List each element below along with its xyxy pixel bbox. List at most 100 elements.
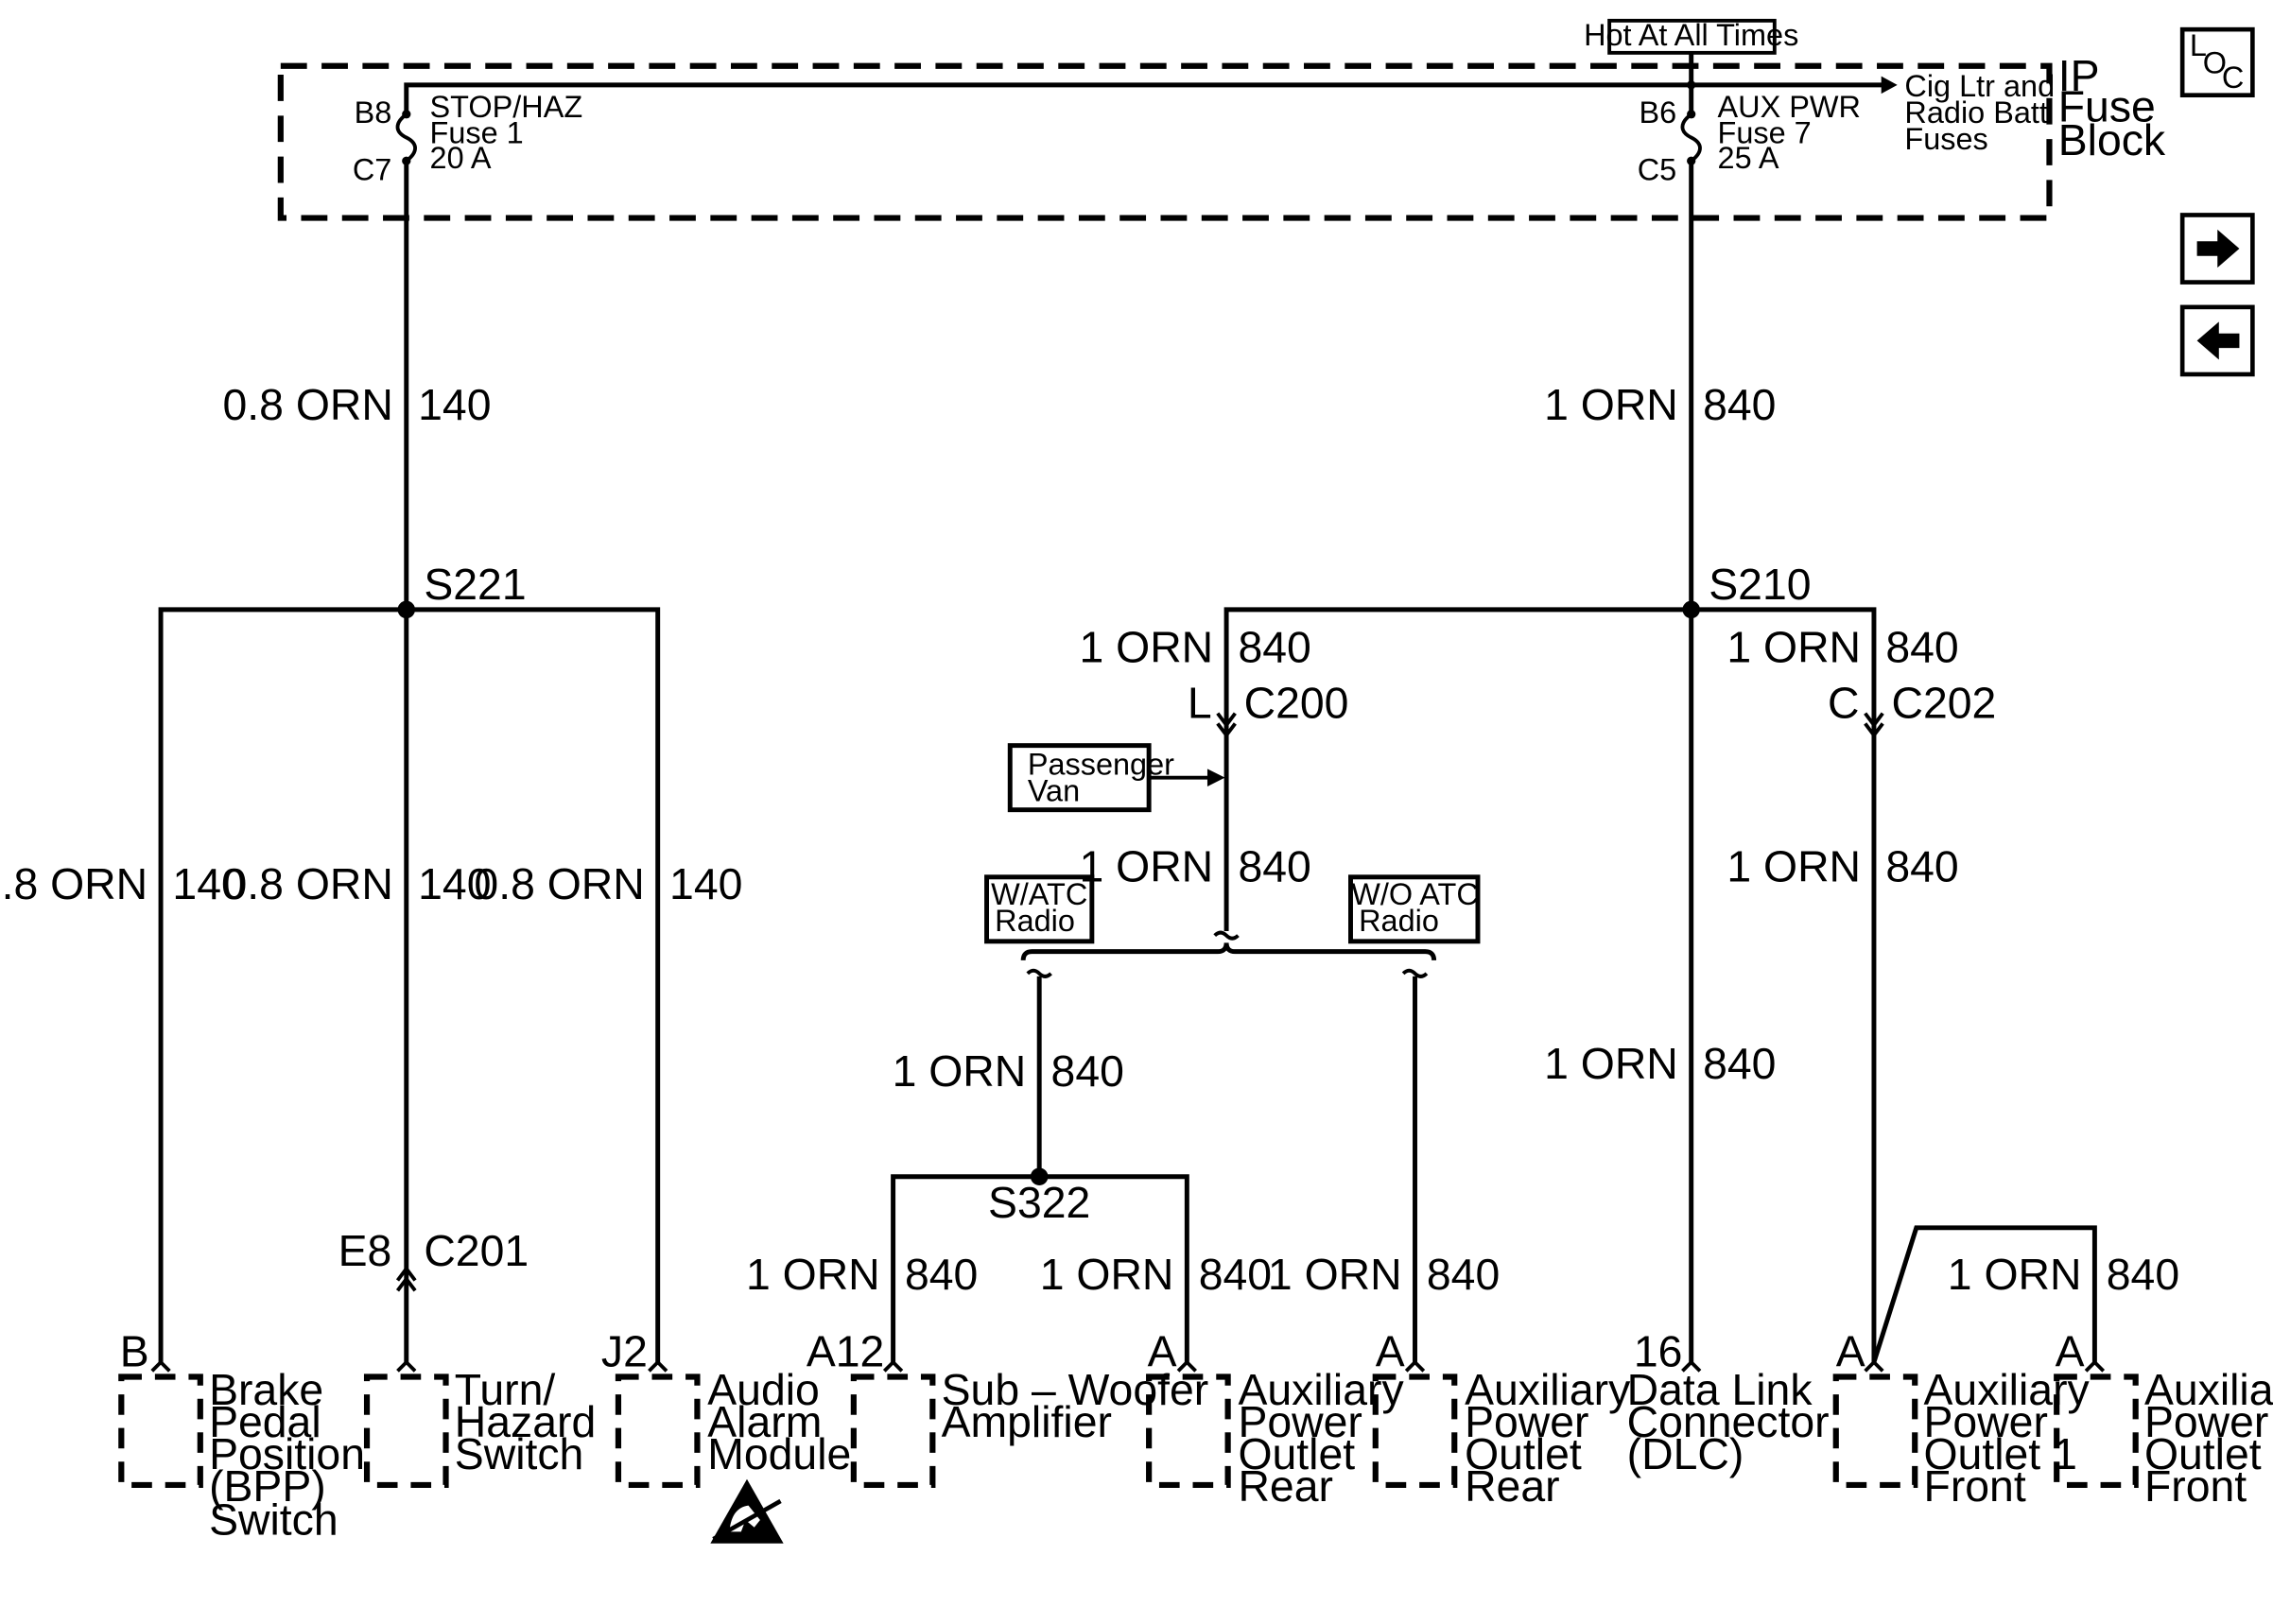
aux-rear2-pin: A [1376,1327,1405,1376]
locator-icon-l: L [2190,28,2207,62]
sub-pin: A12 [807,1327,885,1376]
fuse1-pin-in: B8 [355,95,392,130]
bpp-pin: B [120,1327,149,1376]
wire840-gauge-sub: 1 ORN [746,1250,880,1299]
wire840-circuit-c202-top: 840 [1885,623,1958,672]
fuse7-pin-in: B6 [1640,95,1677,130]
fuse-block-outline [277,62,2053,221]
wire840-gauge-main: 1 ORN [1544,380,1678,429]
fuse7-number: Fuse 7 [1718,116,1812,150]
bpp-label-4: (BPP) [209,1461,326,1511]
dlc-label-1: Data Link [1627,1365,1813,1414]
splice-s221 [397,600,416,619]
connector-c202-pin: C [1828,678,1859,727]
dlc-label-2: Connector [1627,1397,1830,1446]
wire140-gauge-turn: 0.8 ORN [223,859,393,908]
bpp-label-5: Switch [209,1494,338,1544]
wire140-gauge-alarm: 0.8 ORN [474,859,644,908]
alarm-label-1: Audio [707,1365,820,1414]
component-aux-power-outlet-1-front: A Auxiliary Power Outlet 1 Front [1832,1327,2091,1511]
wire140-circuit-alarm: 140 [669,859,742,908]
splice-s210-label: S210 [1709,560,1811,609]
aux-rear2-label-1: Auxiliary [1465,1365,1631,1414]
prev-page-button[interactable] [2179,304,2255,377]
wire140-circuit-bpp: 140 [172,859,245,908]
turn-label-1: Turn/ [455,1365,556,1414]
wo-atc-radio-label-2: Radio [1359,904,1439,938]
aux-front2-label-4: Front [2144,1461,2247,1511]
connector-c200-label: C200 [1244,678,1349,727]
aux-rear1-label-2: Power [1238,1397,1362,1446]
component-audio-alarm-module: J2 Audio Alarm Module [601,1327,851,1544]
splice-s322-label: S322 [988,1178,1090,1227]
sub-label-1: Sub – Woofer [942,1365,1209,1414]
aux-front2-label-2: Power [2144,1397,2268,1446]
aux-rear1-pin: A [1148,1327,1177,1376]
wire840-circuit-c200-bottom: 840 [1238,841,1310,890]
wire840-gauge-watc: 1 ORN [893,1046,1027,1096]
fuse-block-label-2: Fuse [2058,82,2156,131]
fuse-7: B6 C5 AUX PWR Fuse 7 25 A [1638,80,1861,186]
wire840-circuit-aux-front2: 840 [2107,1250,2179,1299]
wire840-gauge-aux-rear1: 1 ORN [1040,1250,1174,1299]
bpp-label-3: Position [209,1429,365,1478]
locator-icon-c: C [2222,60,2244,95]
connector-c202-label: C202 [1891,678,1996,727]
feed-label-2: Radio Batt [1904,95,2048,130]
dlc-pin: 16 [1634,1327,1683,1376]
splice-s221-label: S221 [424,560,526,609]
wo-atc-radio-label-1: W/O ATC [1351,877,1479,911]
aux-front1-label-2: Power [1924,1397,2048,1446]
wire840-gauge-c200-top: 1 ORN [1079,623,1213,672]
arrow-left-icon [2196,321,2240,360]
component-aux-power-outlet-2-front: A Auxiliary Power Outlet 2 Front [2054,1327,2273,1511]
wire140-circuit-turn: 140 [418,859,491,908]
aux-front2-label-1: Auxiliary [2144,1365,2273,1414]
wire840-circuit-c202-bottom: 840 [1885,841,1958,890]
next-page-button[interactable] [2179,213,2255,285]
wire840-gauge-aux-front2: 1 ORN [1948,1250,2082,1299]
wire840-circuit-c200-top: 840 [1238,623,1310,672]
locator-button[interactable]: L O C [2179,26,2255,98]
battery-feed: Hot At All Times Cig Ltr and Radio Batt … [404,18,2055,156]
wire840-circuit-sub: 840 [905,1250,978,1299]
aux-rear2-label-2: Power [1465,1397,1588,1446]
aux-rear1-label-3: Outlet [1238,1429,1355,1478]
w-atc-radio-box [984,874,1095,944]
ip-fuse-block: IP Fuse Block [277,51,2166,221]
aux-front2-pin: A [2056,1327,2085,1376]
fuse7-name: AUX PWR [1718,90,1861,124]
aux-rear2-label-4: Rear [1465,1461,1559,1511]
wire840-circuit-dlc: 840 [1703,1039,1776,1088]
wire840-gauge-aux-rear2: 1 ORN [1268,1250,1402,1299]
component-aux-power-outlet-rear-1: A Auxiliary Power Outlet Rear [1146,1327,1404,1511]
wire840-circuit-aux-rear2: 840 [1427,1250,1500,1299]
sub-label-2: Amplifier [942,1397,1112,1446]
locator-icon-o: O [2203,46,2227,80]
fuse-1: B8 C7 STOP/HAZ Fuse 1 20 A [353,90,582,186]
hot-at-all-times-label: Hot At All Times [1584,18,1798,52]
aux-front2-label-3: Outlet 2 [2144,1429,2273,1478]
connector-c201-pin: E8 [338,1226,392,1275]
arrow-right-icon [2196,229,2240,268]
feed-label-1: Cig Ltr and [1904,69,2055,103]
wire140-circuit-main: 140 [418,380,491,429]
wire840-gauge-c202-top: 1 ORN [1726,623,1861,672]
wo-atc-radio-box [1348,874,1481,944]
fuse1-pin-out: C7 [353,152,392,186]
aux-rear2-label-3: Outlet [1465,1429,1582,1478]
fuse1-name: STOP/HAZ [430,90,583,124]
passenger-van-arrow-icon [1206,769,1225,786]
bpp-label-2: Pedal [209,1397,321,1446]
turn-label-2: Hazard [455,1397,596,1446]
connector-c200-pin: L [1188,678,1212,727]
turn-label-3: Switch [455,1429,584,1478]
esd-warning-icon [710,1478,784,1544]
wire140-gauge-bpp: 0.8 ORN [0,859,147,908]
w-atc-radio-label-2: Radio [995,904,1075,938]
wire140-gauge-main: 0.8 ORN [223,380,393,429]
aux-front1-label-1: Auxiliary [1924,1365,2091,1414]
aux-front1-label-4: Front [1924,1461,2026,1511]
fuse-block-label-1: IP [2058,51,2100,100]
component-turn-hazard-switch: Turn/ Hazard Switch [363,1359,596,1489]
